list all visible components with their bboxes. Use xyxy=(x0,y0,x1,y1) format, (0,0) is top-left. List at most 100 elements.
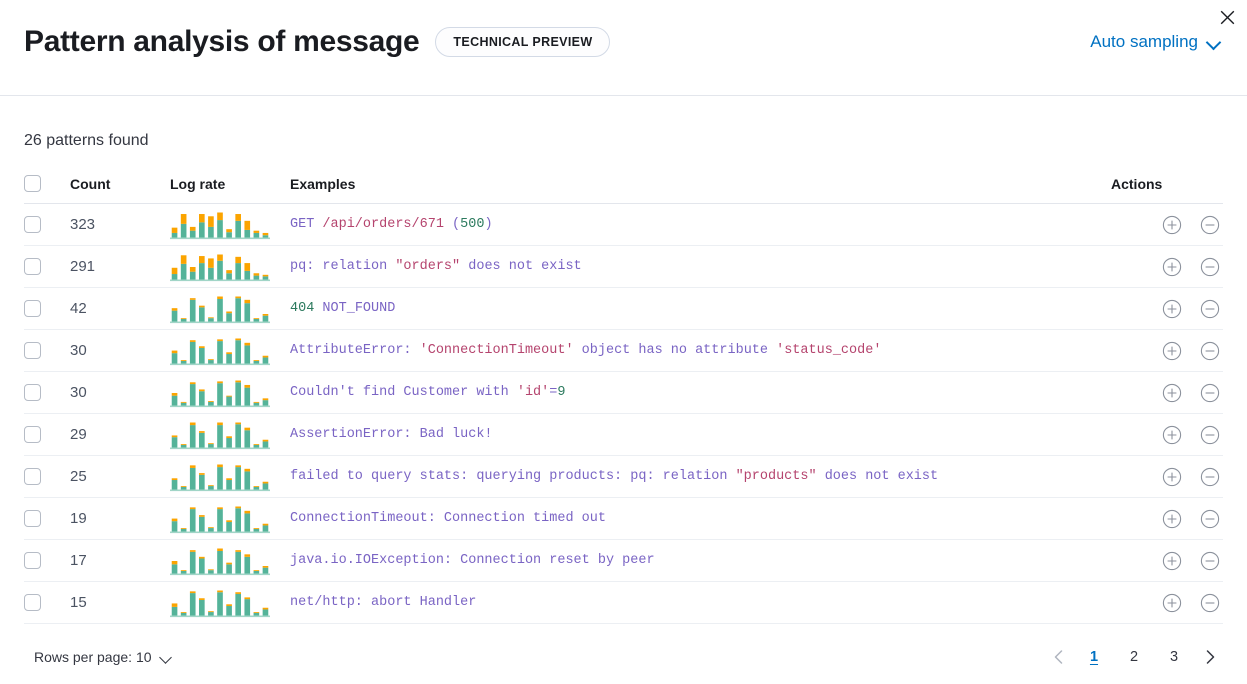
row-log-rate-sparkline xyxy=(170,497,290,540)
count-header[interactable]: Count xyxy=(70,175,170,204)
flyout-body: 26 patterns found Count Log rate Example… xyxy=(0,96,1247,630)
row-checkbox[interactable] xyxy=(24,510,41,527)
row-checkbox[interactable] xyxy=(24,594,41,611)
row-log-rate-sparkline xyxy=(170,329,290,372)
row-example: Couldn't find Customer with 'id'=9 xyxy=(290,371,1111,414)
row-log-rate-sparkline xyxy=(170,581,290,624)
row-actions xyxy=(1111,245,1223,288)
plus-in-circle-icon[interactable] xyxy=(1159,464,1185,490)
row-log-rate-sparkline xyxy=(170,203,290,246)
minus-in-circle-icon[interactable] xyxy=(1197,212,1223,238)
row-actions xyxy=(1111,203,1223,246)
row-example: net/http: abort Handler xyxy=(290,581,1111,624)
row-checkbox[interactable] xyxy=(24,468,41,485)
plus-in-circle-icon[interactable] xyxy=(1159,212,1185,238)
plus-in-circle-icon[interactable] xyxy=(1159,506,1185,532)
plus-in-circle-icon[interactable] xyxy=(1159,254,1185,280)
title-group: Pattern analysis of message TECHNICAL PR… xyxy=(24,22,611,62)
row-checkbox[interactable] xyxy=(24,552,41,569)
row-example: failed to query stats: querying products… xyxy=(290,455,1111,498)
select-all-header xyxy=(24,175,70,204)
table-row[interactable]: 30 Couldn't find Customer with 'id'=9 xyxy=(24,371,1223,414)
header-inner: Pattern analysis of message TECHNICAL PR… xyxy=(24,22,1223,62)
table-header: Count Log rate Examples Actions xyxy=(24,175,1223,204)
row-log-rate-sparkline xyxy=(170,455,290,498)
page-number[interactable]: 2 xyxy=(1129,649,1139,665)
row-log-rate-sparkline xyxy=(170,539,290,582)
row-checkbox[interactable] xyxy=(24,384,41,401)
row-checkbox[interactable] xyxy=(24,258,41,275)
row-select-cell xyxy=(24,245,70,288)
row-count: 323 xyxy=(70,203,170,246)
rows-per-page-label: Rows per page: 10 xyxy=(34,649,152,665)
table-row[interactable]: 323 GET /api/orders/671 (500) xyxy=(24,203,1223,246)
patterns-table: Count Log rate Examples Actions 323 GET /… xyxy=(24,175,1223,624)
auto-sampling-label: Auto sampling xyxy=(1090,32,1198,51)
row-select-cell xyxy=(24,413,70,456)
row-example: 404 NOT_FOUND xyxy=(290,287,1111,330)
chevron-right-icon[interactable] xyxy=(1197,644,1223,670)
patterns-found-count: 26 patterns found xyxy=(24,132,149,149)
row-example: ConnectionTimeout: Connection timed out xyxy=(290,497,1111,540)
row-example: GET /api/orders/671 (500) xyxy=(290,203,1111,246)
examples-header[interactable]: Examples xyxy=(290,175,1111,204)
minus-in-circle-icon[interactable] xyxy=(1197,296,1223,322)
row-checkbox[interactable] xyxy=(24,426,41,443)
row-select-cell xyxy=(24,371,70,414)
technical-preview-badge: TECHNICAL PREVIEW xyxy=(435,27,611,57)
row-checkbox[interactable] xyxy=(24,342,41,359)
row-checkbox[interactable] xyxy=(24,300,41,317)
chevron-down-icon xyxy=(160,651,173,664)
minus-in-circle-icon[interactable] xyxy=(1197,338,1223,364)
row-count: 30 xyxy=(70,371,170,414)
rows-per-page-button[interactable]: Rows per page: 10 xyxy=(34,649,173,665)
plus-in-circle-icon[interactable] xyxy=(1159,422,1185,448)
row-actions xyxy=(1111,329,1223,372)
plus-in-circle-icon[interactable] xyxy=(1159,338,1185,364)
table-header-row: Count Log rate Examples Actions xyxy=(24,175,1223,204)
plus-in-circle-icon[interactable] xyxy=(1159,296,1185,322)
row-select-cell xyxy=(24,455,70,498)
page-title: Pattern analysis of message xyxy=(24,25,420,58)
table-row[interactable]: 25 failed to query stats: querying produc… xyxy=(24,455,1223,498)
row-count: 25 xyxy=(70,455,170,498)
minus-in-circle-icon[interactable] xyxy=(1197,548,1223,574)
select-all-checkbox[interactable] xyxy=(24,175,41,192)
row-select-cell xyxy=(24,203,70,246)
plus-in-circle-icon[interactable] xyxy=(1159,380,1185,406)
minus-in-circle-icon[interactable] xyxy=(1197,422,1223,448)
plus-in-circle-icon[interactable] xyxy=(1159,548,1185,574)
page-number[interactable]: 1 xyxy=(1089,649,1099,665)
minus-in-circle-icon[interactable] xyxy=(1197,590,1223,616)
page-number[interactable]: 3 xyxy=(1169,649,1179,665)
plus-in-circle-icon[interactable] xyxy=(1159,590,1185,616)
minus-in-circle-icon[interactable] xyxy=(1197,380,1223,406)
row-log-rate-sparkline xyxy=(170,245,290,288)
row-select-cell xyxy=(24,539,70,582)
auto-sampling-button[interactable]: Auto sampling xyxy=(1090,30,1221,54)
minus-in-circle-icon[interactable] xyxy=(1197,464,1223,490)
log-rate-header[interactable]: Log rate xyxy=(170,175,290,204)
minus-in-circle-icon[interactable] xyxy=(1197,506,1223,532)
minus-in-circle-icon[interactable] xyxy=(1197,254,1223,280)
close-icon[interactable] xyxy=(1213,3,1241,31)
row-checkbox[interactable] xyxy=(24,216,41,233)
page-number-list: 1 2 3 xyxy=(1077,644,1191,670)
chevron-left-icon[interactable] xyxy=(1045,644,1071,670)
row-count: 30 xyxy=(70,329,170,372)
pagination: 1 2 3 xyxy=(1045,644,1223,670)
row-log-rate-sparkline xyxy=(170,371,290,414)
row-actions xyxy=(1111,497,1223,540)
row-count: 29 xyxy=(70,413,170,456)
row-example: java.io.IOException: Connection reset by… xyxy=(290,539,1111,582)
row-count: 291 xyxy=(70,245,170,288)
row-select-cell xyxy=(24,497,70,540)
